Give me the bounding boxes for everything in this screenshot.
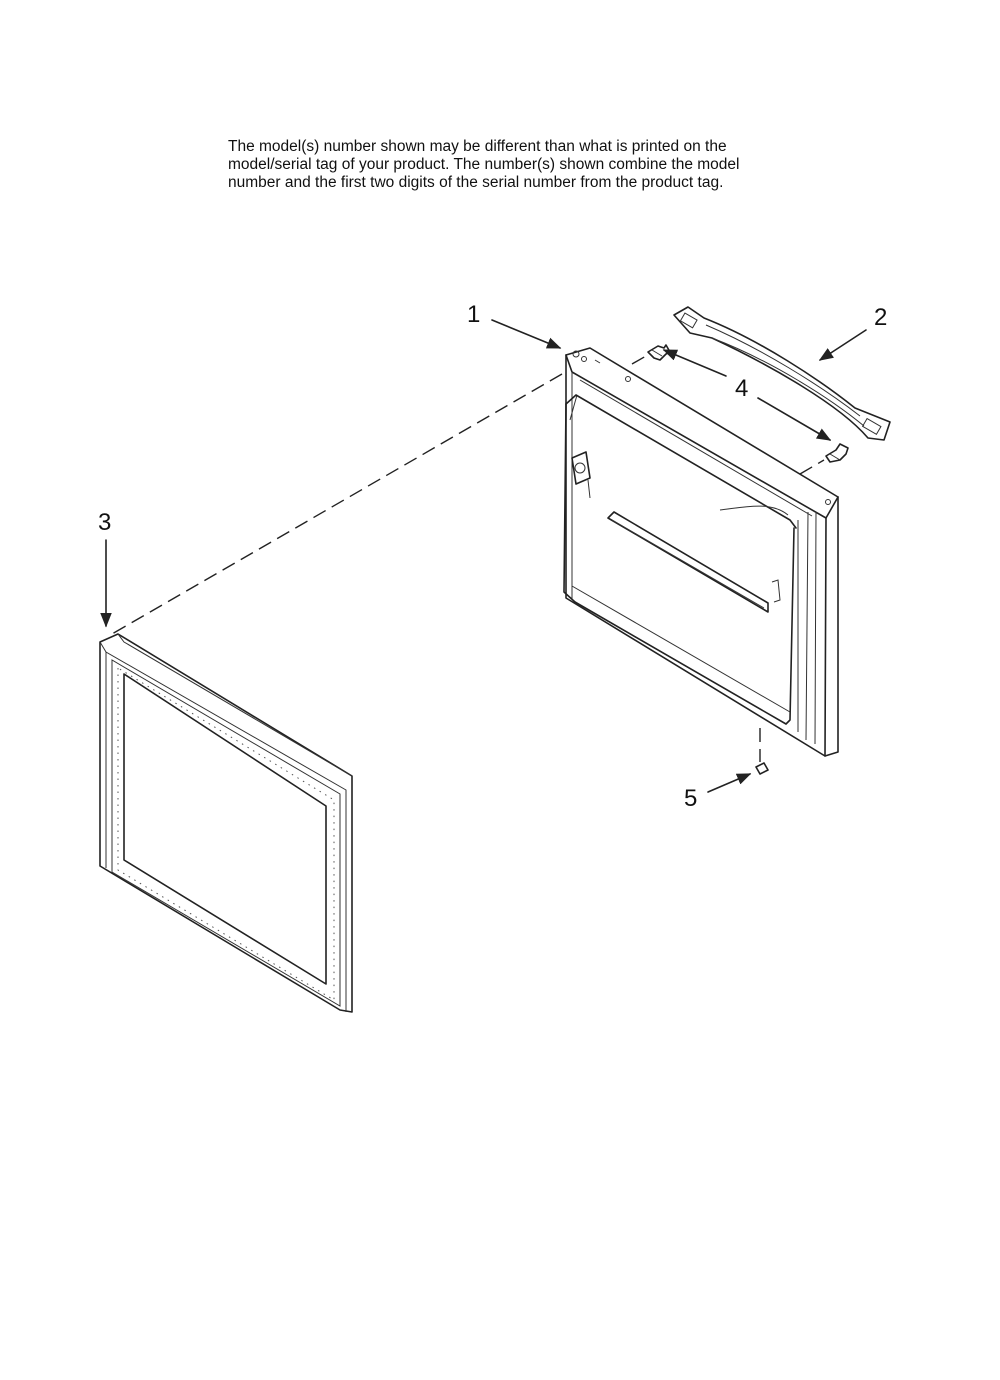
door-handle-part [673, 306, 891, 441]
leader-arrow-1 [491, 319, 562, 349]
screw-alignment-line-top [631, 355, 647, 365]
leader-arrow-4a [662, 349, 727, 377]
leader-arrow-2 [818, 329, 867, 361]
notice-line-2: model/serial tag of your product. The nu… [228, 156, 740, 173]
callout-1: 1 [467, 301, 480, 328]
leader-lines [100, 319, 867, 793]
callout-2: 2 [874, 304, 887, 331]
notice-line-3: number and the first two digits of the s… [228, 174, 724, 191]
notice-line-1: The model(s) number shown may be differe… [228, 138, 727, 155]
leader-arrow-5 [707, 773, 752, 793]
model-number-notice: The model(s) number shown may be differe… [228, 138, 848, 192]
callout-3: 3 [98, 509, 111, 536]
handle-screws-part [647, 344, 849, 463]
callout-4: 4 [735, 375, 748, 402]
screw-alignment-line-bottom [799, 459, 825, 475]
small-plug-part [755, 762, 769, 775]
freezer-door-part [563, 347, 839, 757]
door-gasket-part [99, 633, 353, 1013]
callout-5: 5 [684, 785, 697, 812]
leader-arrow-4b [757, 397, 832, 441]
gasket-alignment-line [111, 373, 563, 635]
